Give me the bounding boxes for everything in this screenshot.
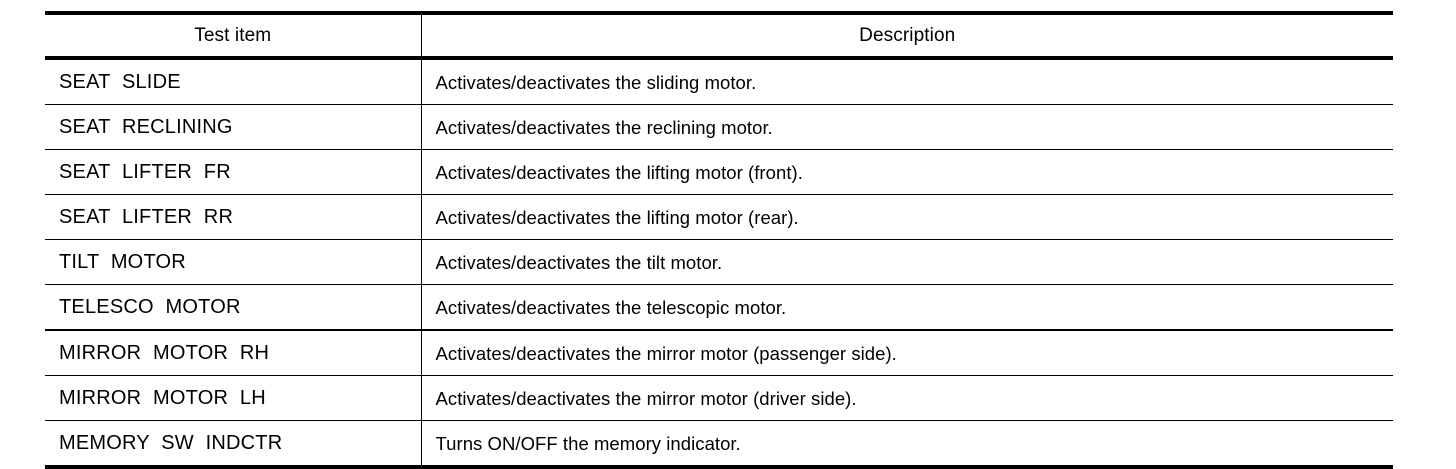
column-header-test-item: Test item xyxy=(45,11,422,60)
cell-test-item: SEAT SLIDE xyxy=(45,58,422,105)
column-header-description-label: Description xyxy=(859,24,956,46)
table-row: SEAT RECLINING Activates/deactivates the… xyxy=(45,104,1393,150)
cell-description: Activates/deactivates the mirror motor (… xyxy=(421,375,1393,421)
cell-description: Activates/deactivates the reclining moto… xyxy=(421,104,1393,150)
page-root: Test item Description SEAT SLIDE Activat… xyxy=(45,11,1393,469)
cell-description: Activates/deactivates the lifting motor … xyxy=(421,149,1393,195)
cell-description: Activates/deactivates the sliding motor. xyxy=(421,58,1393,105)
cell-test-item: SEAT RECLINING xyxy=(45,104,422,150)
table-header-row: Test item Description xyxy=(45,11,1393,60)
cell-description: Activates/deactivates the mirror motor (… xyxy=(421,330,1393,376)
cell-test-item: MIRROR MOTOR RH xyxy=(45,330,422,376)
table-row: TELESCO MOTOR Activates/deactivates the … xyxy=(45,284,1393,331)
table-body: SEAT SLIDE Activates/deactivates the sli… xyxy=(45,58,1393,469)
table-row: TILT MOTOR Activates/deactivates the til… xyxy=(45,239,1393,285)
test-item-description-table: Test item Description SEAT SLIDE Activat… xyxy=(45,11,1393,469)
test-item-label: SEAT LIFTER RR xyxy=(59,206,234,228)
cell-description: Turns ON/OFF the memory indicator. xyxy=(421,420,1393,469)
cell-test-item: TELESCO MOTOR xyxy=(45,284,422,331)
test-item-label: TILT MOTOR xyxy=(59,251,186,273)
description-label: Activates/deactivates the reclining moto… xyxy=(435,116,773,138)
description-label: Activates/deactivates the lifting motor … xyxy=(435,161,803,183)
test-item-label: SEAT RECLINING xyxy=(59,116,233,138)
description-label: Activates/deactivates the sliding motor. xyxy=(435,71,757,93)
description-label: Activates/deactivates the mirror motor (… xyxy=(435,387,857,409)
column-header-description: Description xyxy=(421,11,1393,60)
cell-description: Activates/deactivates the lifting motor … xyxy=(421,194,1393,240)
cell-test-item: MIRROR MOTOR LH xyxy=(45,375,422,421)
table-row: MIRROR MOTOR LH Activates/deactivates th… xyxy=(45,375,1393,421)
spec-table-container: Test item Description SEAT SLIDE Activat… xyxy=(45,11,1393,469)
test-item-label: MIRROR MOTOR RH xyxy=(59,342,270,364)
test-item-label: SEAT LIFTER FR xyxy=(59,161,231,183)
test-item-label: MEMORY SW INDCTR xyxy=(59,432,283,454)
cell-description: Activates/deactivates the tilt motor. xyxy=(421,239,1393,285)
table-row: MIRROR MOTOR RH Activates/deactivates th… xyxy=(45,330,1393,376)
cell-test-item: SEAT LIFTER FR xyxy=(45,149,422,195)
description-label: Activates/deactivates the telescopic mot… xyxy=(435,296,787,318)
description-label: Turns ON/OFF the memory indicator. xyxy=(435,432,741,454)
test-item-label: TELESCO MOTOR xyxy=(59,296,241,318)
test-item-label: SEAT SLIDE xyxy=(59,71,181,93)
cell-test-item: MEMORY SW INDCTR xyxy=(45,420,422,469)
description-label: Activates/deactivates the tilt motor. xyxy=(435,251,723,273)
column-header-test-item-label: Test item xyxy=(194,24,272,46)
table-row: MEMORY SW INDCTR Turns ON/OFF the memory… xyxy=(45,420,1393,469)
description-label: Activates/deactivates the mirror motor (… xyxy=(435,342,897,364)
cell-test-item: SEAT LIFTER RR xyxy=(45,194,422,240)
table-row: SEAT LIFTER FR Activates/deactivates the… xyxy=(45,149,1393,195)
description-label: Activates/deactivates the lifting motor … xyxy=(435,206,799,228)
test-item-label: MIRROR MOTOR LH xyxy=(59,387,266,409)
cell-test-item: TILT MOTOR xyxy=(45,239,422,285)
table-row: SEAT SLIDE Activates/deactivates the sli… xyxy=(45,58,1393,105)
table-header: Test item Description xyxy=(45,11,1393,60)
table-row: SEAT LIFTER RR Activates/deactivates the… xyxy=(45,194,1393,240)
cell-description: Activates/deactivates the telescopic mot… xyxy=(421,284,1393,331)
